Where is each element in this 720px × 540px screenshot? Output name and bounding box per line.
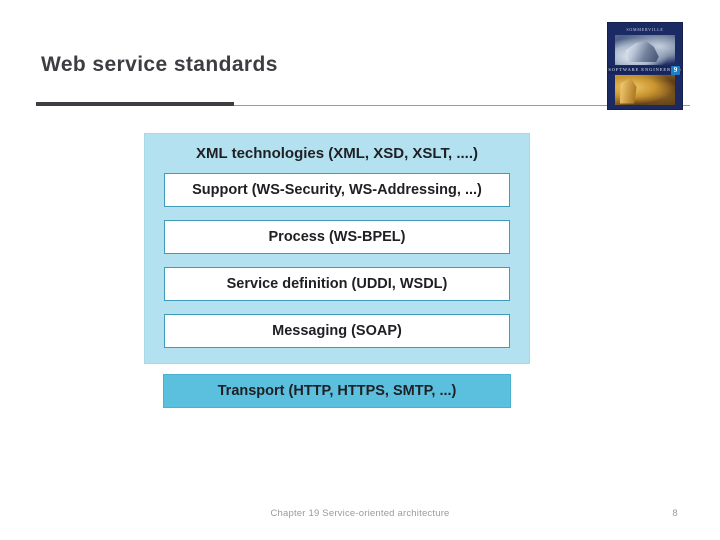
stack-layer-support: Support (WS-Security, WS-Addressing, ...… <box>164 173 510 207</box>
book-cover-image: SOMMERVILLE SOFTWARE ENGINEERING 9 <box>607 22 683 110</box>
web-service-standards-stack: XML technologies (XML, XSD, XSLT, ....) … <box>144 133 530 408</box>
footer-caption: Chapter 19 Service-oriented architecture <box>270 508 450 519</box>
stack-layer-messaging: Messaging (SOAP) <box>164 314 510 348</box>
book-cover-photo-bottom <box>615 75 675 105</box>
page-title: Web service standards <box>41 53 278 76</box>
xml-technologies-container: XML technologies (XML, XSD, XSLT, ....) … <box>144 133 530 364</box>
title-rule-thick <box>36 102 234 106</box>
book-cover-series-title: SOFTWARE ENGINEERING <box>608 66 682 74</box>
stack-layer-transport: Transport (HTTP, HTTPS, SMTP, ...) <box>163 374 511 408</box>
stack-layer-service-definition: Service definition (UDDI, WSDL) <box>164 267 510 301</box>
book-cover-photo-top <box>615 35 675 65</box>
footer-page-number: 8 <box>672 508 678 519</box>
stack-layer-process: Process (WS-BPEL) <box>164 220 510 254</box>
title-rule-thin <box>36 105 690 106</box>
book-cover-author: SOMMERVILLE <box>626 27 664 32</box>
book-cover-edition-badge: 9 <box>671 66 680 75</box>
stack-layer-xml-technologies: XML technologies (XML, XSD, XSLT, ....) <box>196 145 478 162</box>
